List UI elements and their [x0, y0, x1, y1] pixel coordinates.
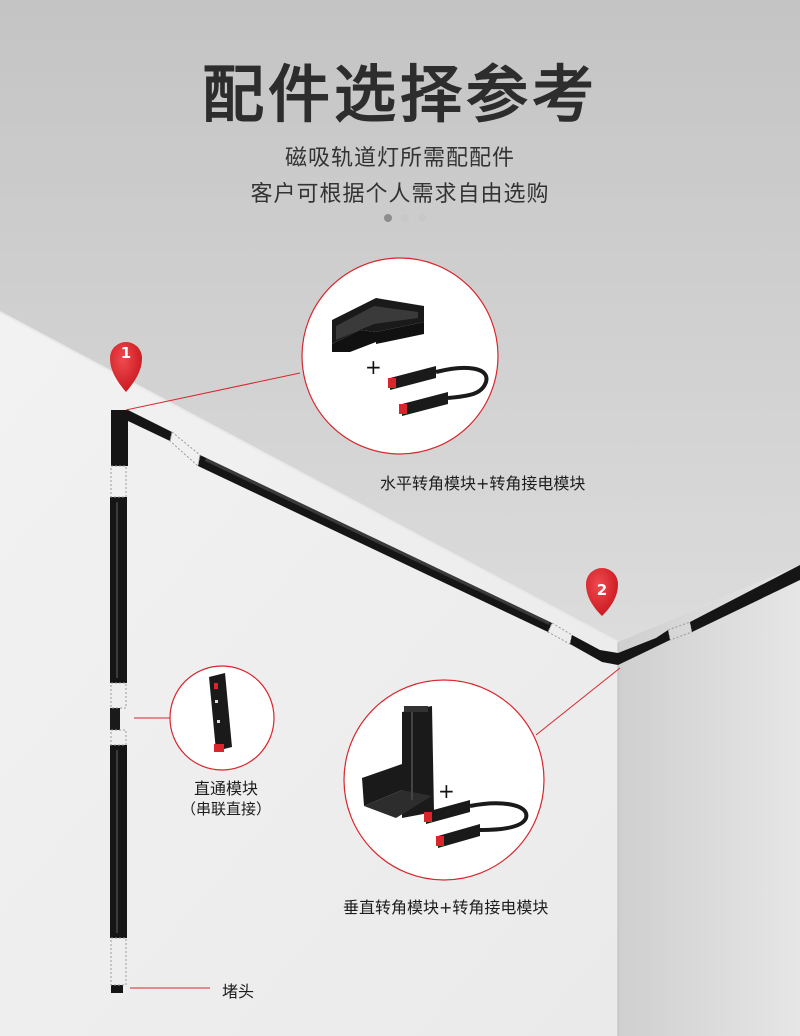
marker-pin-1 [110, 342, 142, 392]
carousel-dot-1[interactable] [384, 214, 392, 222]
detail-circle-horizontal-corner: + [301, 257, 499, 455]
ceiling-track-right [690, 565, 800, 632]
vertical-track [110, 410, 128, 993]
label-straight-module-note: （串联直接） [180, 800, 271, 818]
straight-module-image [209, 673, 232, 752]
carousel-dot-2[interactable] [401, 214, 409, 222]
vertical-corner-module-image [362, 706, 434, 818]
label-end-cap: 堵头 [222, 982, 255, 1001]
horizontal-corner-module-image [332, 298, 424, 352]
corner-power-module-image [388, 365, 489, 416]
subtitle-line-1: 磁吸轨道灯所需配配件 [284, 146, 515, 171]
marker-pin-2 [586, 568, 618, 616]
label-straight-module: 直通模块 [193, 779, 258, 798]
detail-circle-straight-module [169, 665, 275, 771]
detail-circle-vertical-corner: + [343, 679, 545, 881]
vertical-power-module-image [424, 800, 529, 848]
label-vertical-corner: 垂直转角模块+转角接电模块 [343, 898, 549, 917]
right-wall [618, 565, 800, 1036]
marker-number-2: 2 [596, 581, 608, 599]
leader-lines [125, 372, 621, 989]
page-title: 配件选择参考 [201, 58, 598, 131]
carousel-dots [384, 214, 426, 222]
ceiling-track-left [128, 410, 552, 632]
label-horizontal-corner: 水平转角模块+转角接电模块 [380, 474, 586, 493]
subtitle-line-2: 客户可根据个人需求自由选购 [250, 182, 550, 207]
carousel-dot-3[interactable] [418, 214, 426, 222]
ceiling-corner-track [570, 630, 670, 665]
svg-text:+: + [438, 779, 455, 803]
marker-number-1: 1 [120, 344, 132, 362]
svg-text:+: + [365, 355, 382, 379]
